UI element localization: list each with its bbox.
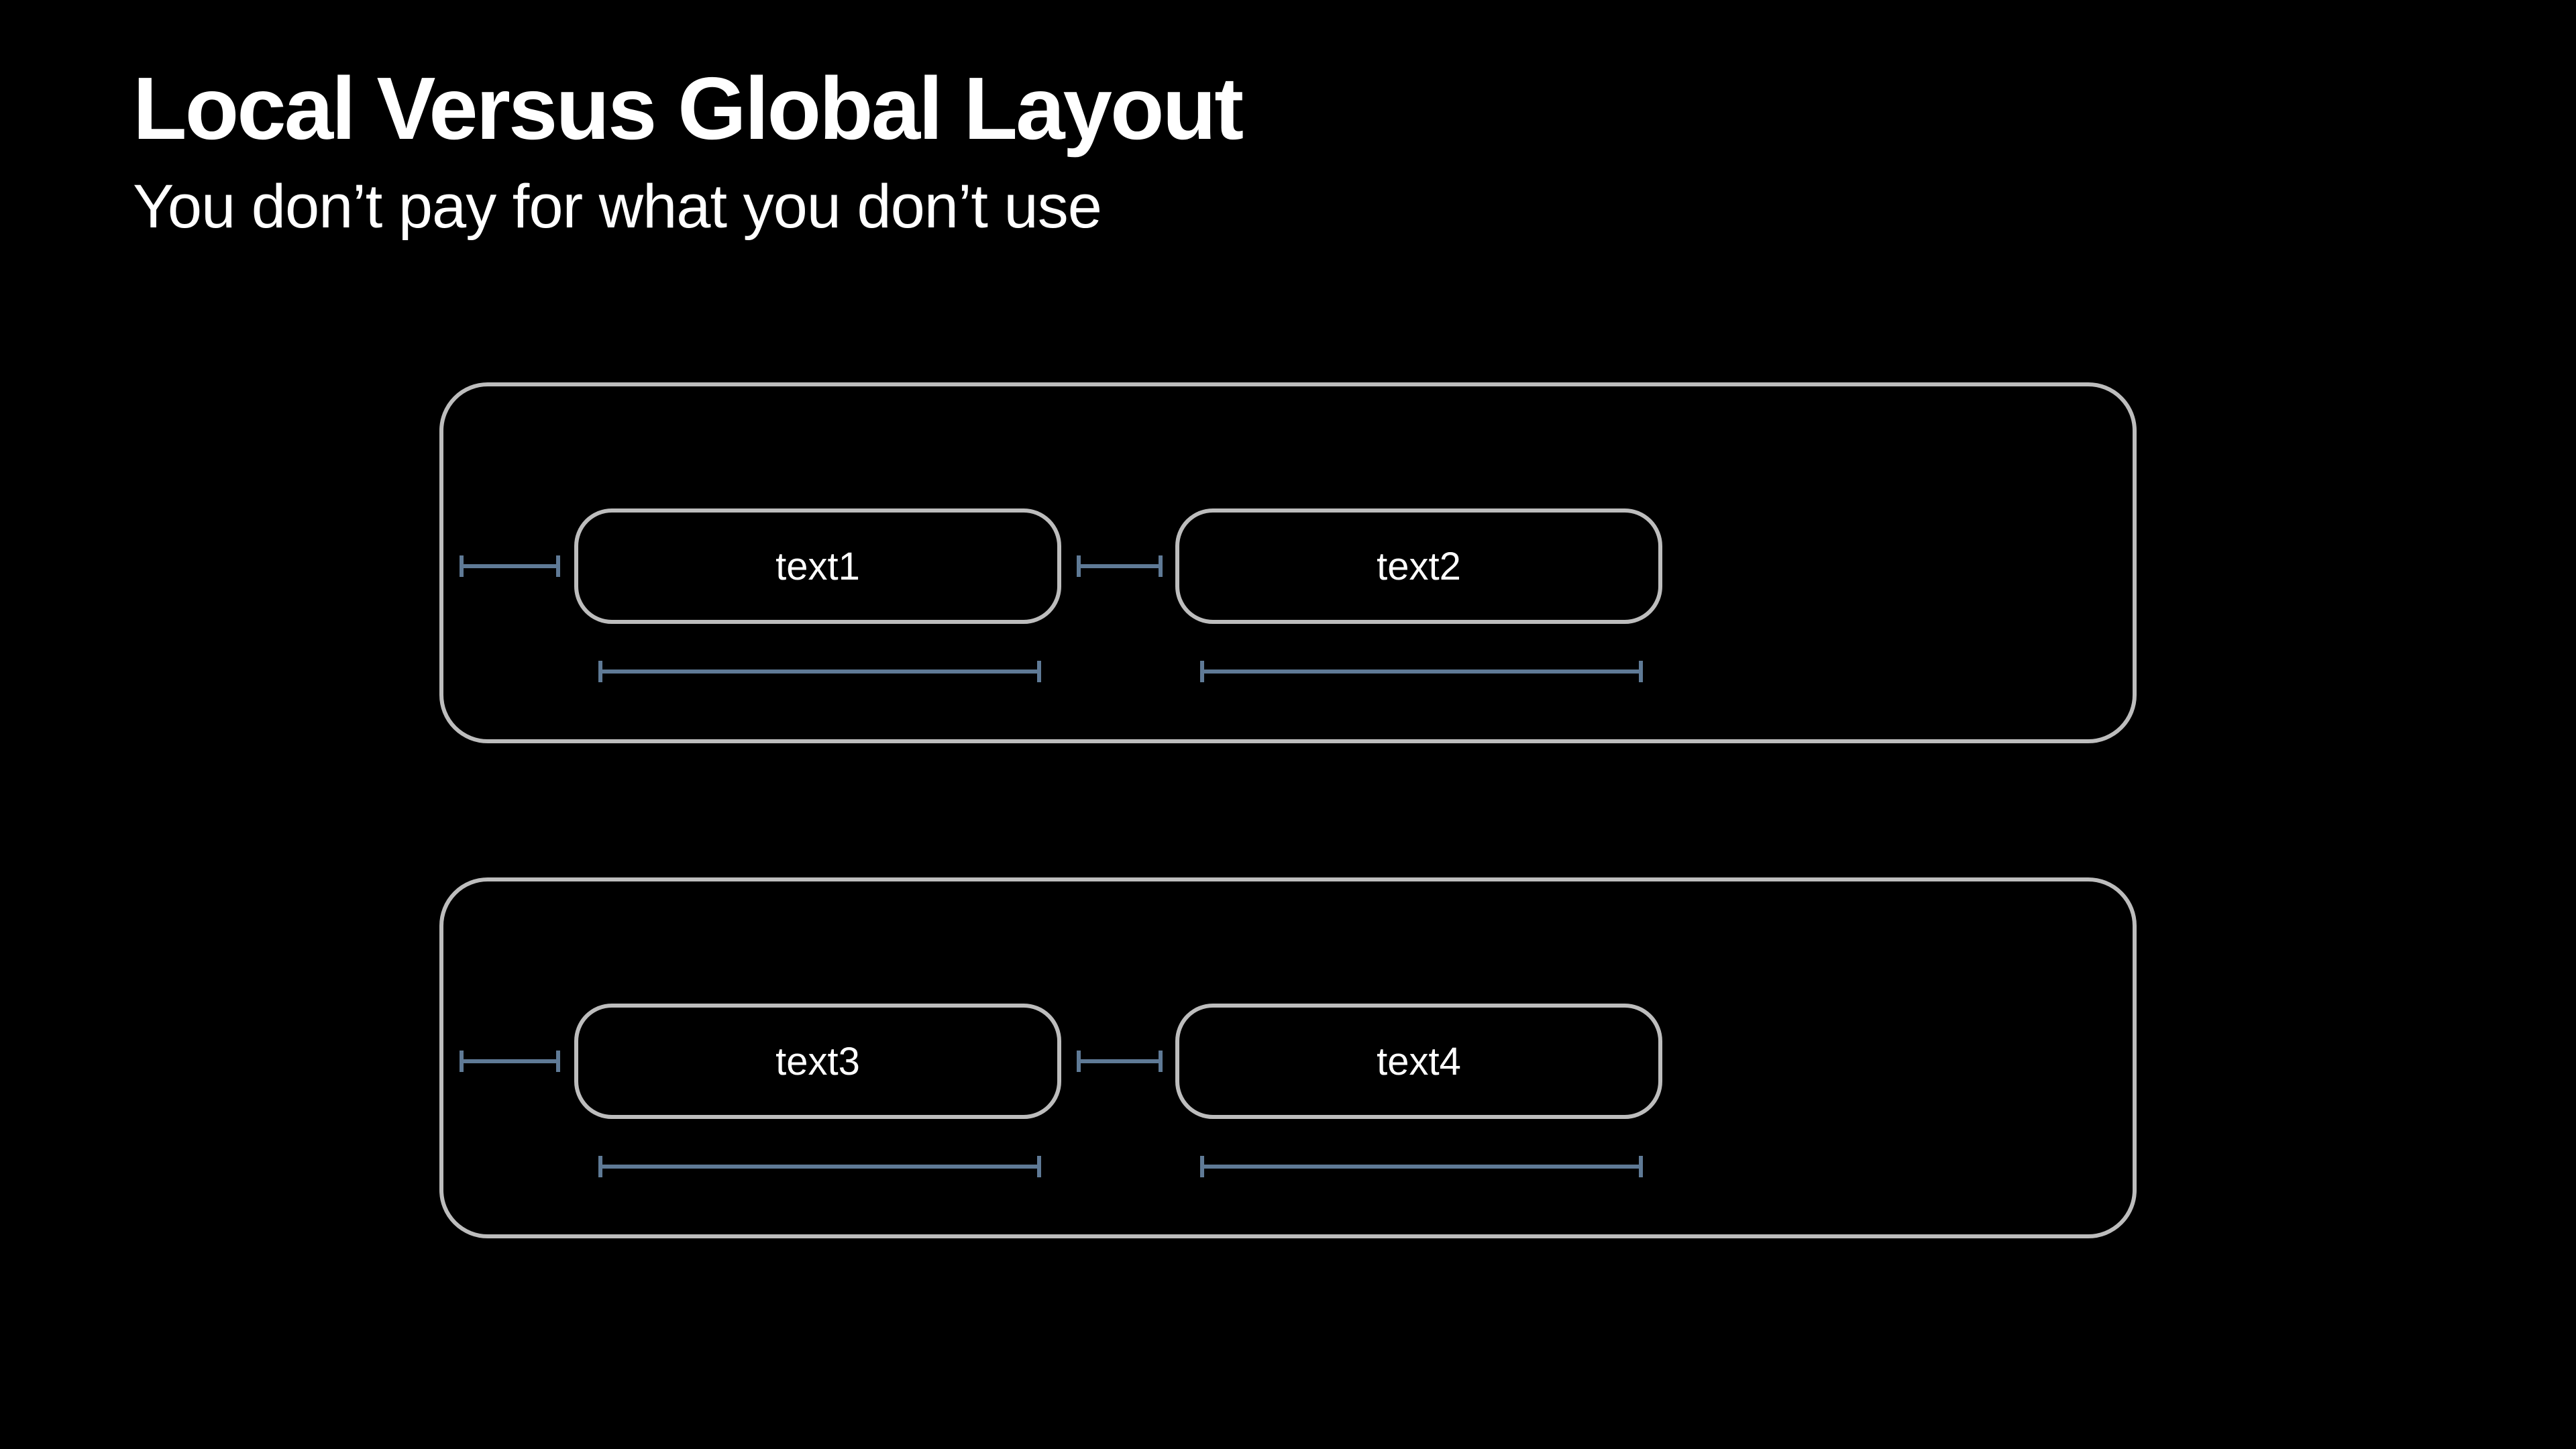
width-measure-bracket (1200, 661, 1643, 682)
text-view-box: text1 (574, 508, 1061, 624)
stack-container-1: text1 text2 (439, 382, 2137, 743)
text-view-label: text1 (775, 544, 860, 588)
stack-container-2: text3 text4 (439, 877, 2137, 1238)
text-view-box: text2 (1175, 508, 1662, 624)
leading-spacing-bracket (460, 1051, 560, 1072)
width-measure-bracket (598, 661, 1041, 682)
text-view-box: text3 (574, 1004, 1061, 1119)
width-measure-bracket (598, 1156, 1041, 1177)
text-view-label: text4 (1377, 1039, 1461, 1083)
inter-item-spacing-bracket (1077, 555, 1163, 577)
slide-subtitle: You don’t pay for what you don’t use (133, 172, 1102, 241)
width-measure-bracket (1200, 1156, 1643, 1177)
text-view-box: text4 (1175, 1004, 1662, 1119)
slide-title: Local Versus Global Layout (133, 59, 1244, 158)
inter-item-spacing-bracket (1077, 1051, 1163, 1072)
text-view-label: text2 (1377, 544, 1461, 588)
text-view-label: text3 (775, 1039, 860, 1083)
leading-spacing-bracket (460, 555, 560, 577)
